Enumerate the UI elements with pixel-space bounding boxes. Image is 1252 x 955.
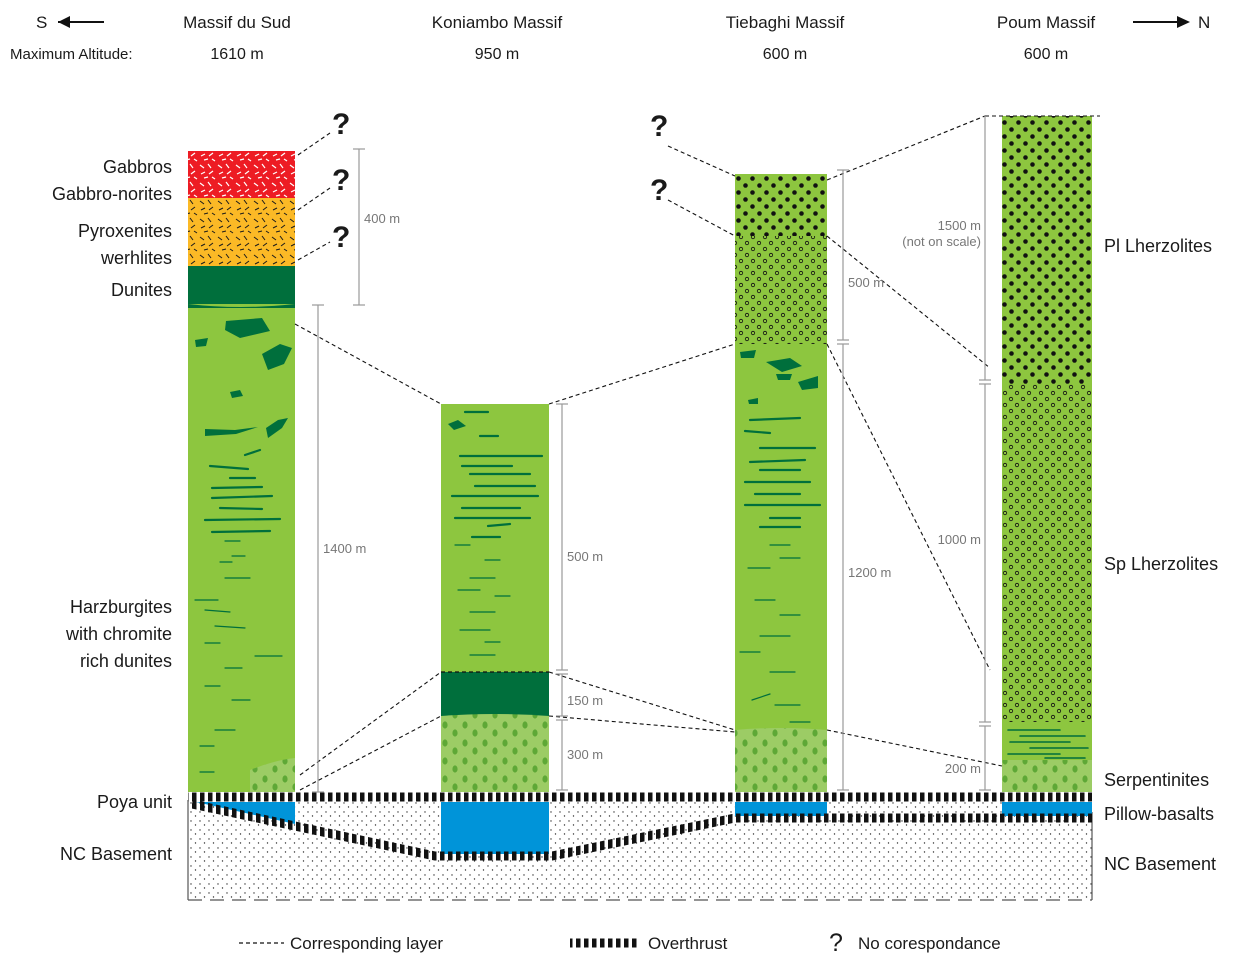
altitude-koniambo: 950 m (475, 46, 519, 63)
label-gabbros: Gabbros (103, 157, 172, 177)
thickness-tie-upper: 500 m (848, 275, 884, 290)
max-altitude-label: Maximum Altitude: (10, 46, 133, 63)
column-koniambo (441, 404, 549, 792)
label-poya-unit: Poya unit (97, 792, 172, 812)
layer-sp-lherzolites-poum (1002, 384, 1092, 724)
layer-dunites-koniambo (441, 672, 549, 718)
north-arrowhead-icon (1177, 16, 1190, 28)
altitude-poum: 600 m (1024, 46, 1068, 63)
pillow-basalt-koniambo (441, 802, 549, 854)
layer-serpentinites-koniambo (441, 714, 549, 792)
label-nc-basement-left: NC Basement (60, 844, 172, 864)
label-harzburgites: Harzburgites (70, 597, 172, 617)
thickness-sud-upper: 400 m (364, 211, 400, 226)
thickness-kon-dunite: 150 m (567, 693, 603, 708)
legend-overthrust: Overthrust (648, 934, 728, 953)
label-pillow-basalts: Pillow-basalts (1104, 804, 1214, 824)
legend-question-icon: ? (829, 929, 843, 955)
question-mark-sp-tiebaghi: ? (650, 174, 668, 207)
label-nc-basement-right: NC Basement (1104, 854, 1216, 874)
question-mark-gabbro: ? (332, 108, 350, 141)
question-mark-pyroxenite: ? (332, 164, 350, 197)
layer-harzburgites-tiebaghi (735, 344, 827, 732)
corresponding-lines (294, 115, 1100, 791)
south-arrowhead-icon (58, 16, 70, 28)
thickness-poum-pl-note: (not on scale) (902, 234, 981, 249)
legend-corresponding: Corresponding layer (290, 934, 443, 953)
label-sp-lherzolites: Sp Lherzolites (1104, 554, 1218, 574)
pillow-basalt-poum (1002, 802, 1092, 816)
label-serpentinites: Serpentinites (1104, 770, 1209, 790)
layer-sp-lherzolites-tiebaghi (735, 236, 827, 344)
massif-poum-name: Poum Massif (997, 13, 1096, 32)
label-with-chromite: with chromite (65, 624, 172, 644)
layer-serpentinites-tiebaghi (735, 728, 827, 792)
thickness-bars (312, 116, 991, 793)
left-labels: Gabbros Gabbro-norites Pyroxenites werhl… (52, 157, 172, 864)
label-werhlites: werhlites (100, 248, 172, 268)
altitude-sud: 1610 m (210, 46, 263, 63)
thickness-kon-main: 500 m (567, 549, 603, 564)
massif-sud-name: Massif du Sud (183, 13, 291, 32)
thickness-poum-sp: 1000 m (938, 532, 981, 547)
column-tiebaghi (735, 174, 827, 792)
thickness-labels: 400 m 1400 m 500 m 150 m 300 m 500 m 120… (323, 211, 981, 776)
layer-pyroxenites (188, 198, 295, 266)
thickness-poum-pl: 1500 m (938, 218, 981, 233)
question-mark-dunite: ? (332, 221, 350, 254)
layer-serpentinites-sud (250, 758, 295, 792)
column-massif-du-sud (188, 151, 295, 792)
massif-tiebaghi-name: Tiebaghi Massif (726, 13, 845, 32)
question-mark-pl-tiebaghi: ? (650, 110, 668, 143)
thickness-poum-base: 200 m (945, 761, 981, 776)
legend: Corresponding layer Overthrust ? No core… (239, 929, 1001, 955)
thickness-tie-main: 1200 m (848, 565, 891, 580)
nc-basement (187, 800, 1093, 901)
lower-overthrust (191, 799, 1092, 861)
layer-harzburgites (188, 304, 295, 792)
header: S Massif du Sud Koniambo Massif Tiebaghi… (10, 13, 1210, 63)
layer-serpentinites-poum (1002, 760, 1092, 792)
label-pl-lherzolites: Pl Lherzolites (1104, 236, 1212, 256)
massif-koniambo-name: Koniambo Massif (432, 13, 563, 32)
pillow-basalt-tiebaghi (735, 802, 827, 816)
altitude-tiebaghi: 600 m (763, 46, 807, 63)
thickness-sud-main: 1400 m (323, 541, 366, 556)
south-label: S (36, 13, 47, 32)
no-correspondence-marks: ? ? ? ? ? (332, 108, 668, 254)
layer-dunites (188, 266, 295, 306)
label-pyroxenites: Pyroxenites (78, 221, 172, 241)
label-gabbro-norites: Gabbro-norites (52, 184, 172, 204)
north-label: N (1198, 13, 1210, 32)
thickness-kon-serp: 300 m (567, 747, 603, 762)
label-dunites: Dunites (111, 280, 172, 300)
label-rich-dunites: rich dunites (80, 651, 172, 671)
column-poum (1002, 116, 1092, 792)
layer-pl-lherzolites-tiebaghi (735, 174, 827, 236)
right-labels: Pl Lherzolites Sp Lherzolites Serpentini… (1104, 236, 1218, 874)
layer-pl-lherzolites-poum (1002, 116, 1092, 384)
legend-no-correspondance: No corespondance (858, 934, 1001, 953)
